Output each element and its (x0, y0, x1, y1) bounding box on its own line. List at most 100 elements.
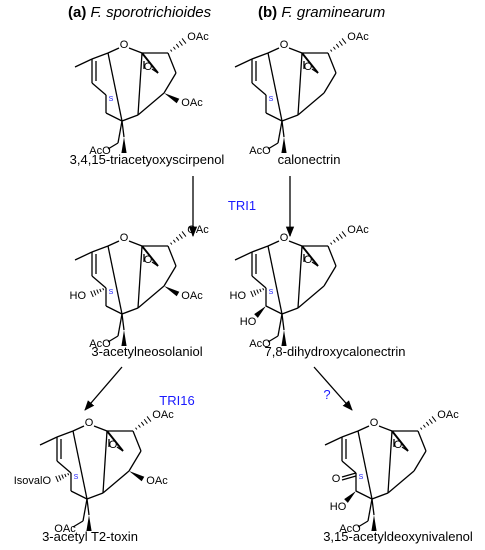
molecule-4-bond (297, 285, 325, 309)
molecule-3-bond (163, 265, 177, 287)
molecule-6-ring-oxygen: O (370, 417, 379, 429)
molecule-1-bond (163, 72, 177, 94)
compound-label-4: 7,8-dihydroxycalonectrin (264, 344, 406, 359)
molecule-2-bond (277, 120, 283, 144)
molecule-5-epoxide-bond (116, 446, 124, 452)
molecule-3-c8-substituent: HO (70, 290, 87, 302)
molecule-5-epoxide-oxygen: O (109, 439, 118, 451)
molecule-2-bond (267, 52, 283, 122)
molecule-4-c3-oac: OAc (347, 224, 369, 236)
molecule-1-epoxide-oxygen: O (144, 61, 153, 73)
molecule-4-epoxide-oxygen: O (304, 254, 313, 266)
molecule-5-ring-oxygen: O (85, 417, 94, 429)
molecule-4-c8-hashed-bond (250, 290, 254, 298)
compound-label-5: 3-acetyl T2-toxin (42, 529, 138, 544)
molecule-4-methyl-wedge (281, 330, 287, 346)
header-b-tag: (b) (258, 4, 278, 21)
molecule-2-bond (251, 52, 269, 60)
molecule-1-bond (107, 52, 123, 122)
molecule-3-bond (91, 275, 107, 289)
compound-label-1: 3,4,15-triacetyoxyscirpenol (69, 152, 225, 167)
molecule-4-c15-substituent: AcO (249, 338, 271, 350)
molecule-4-c8-hashed-bond (253, 290, 257, 296)
molecule-4-c8-hashed-bond (256, 289, 259, 294)
molecule-6-epoxide-bond (401, 446, 409, 452)
molecule-2-epoxide-oxygen: O (304, 61, 313, 73)
molecule-6-epoxide-bond (391, 430, 409, 452)
molecule-6-bond (367, 498, 373, 522)
molecule-3-bond (91, 245, 109, 253)
molecule-1-bond (121, 120, 125, 138)
molecule-1-c3-hashed-bond (173, 46, 176, 50)
header-a: (a) F. sporotrichioides (68, 4, 211, 21)
molecule-3-c8-hashed-bond (96, 289, 99, 294)
molecule-6-c3-oac: OAc (437, 409, 459, 421)
molecule-5-epoxide-bond (106, 430, 124, 452)
molecule-6-bond (357, 425, 370, 432)
molecule-2-c3-oac: OAc (347, 31, 369, 43)
molecule-6-bond (371, 498, 375, 516)
molecule-3-bond (107, 335, 119, 343)
molecule-1-bond (91, 52, 109, 60)
molecule-5-c3-hashed-bond (135, 427, 138, 430)
molecule-4-c3-hashed-bond (333, 239, 336, 243)
molecule-5-bond (128, 450, 142, 472)
molecule-3-bond (117, 313, 123, 337)
molecule-3-c3-hashed-bond (175, 236, 180, 241)
molecule-1-bond (105, 112, 123, 122)
molecule-6-c3-hashed-bond (423, 424, 426, 428)
molecule-4-bond (297, 245, 303, 309)
molecule-3-c8-hashed-bond (102, 287, 105, 291)
molecule-4-bond (234, 251, 253, 261)
molecule-2-methyl-wedge (281, 137, 287, 153)
molecule-4-bond (267, 240, 280, 247)
molecule-5-bond (102, 470, 130, 494)
molecule-5-c15-substituent: OAc (54, 523, 76, 535)
molecule-5-c3-hashed-bond (140, 421, 145, 426)
header-a-tag: (a) (68, 4, 87, 21)
arrow-layer (84, 176, 353, 411)
molecule-5-bond (56, 430, 74, 438)
molecule-3-bond (107, 245, 123, 315)
enzyme-label-tri1: TRI1 (227, 198, 257, 213)
compound-label-6: 3,15-acetyldeoxynivalenol (323, 529, 473, 544)
molecule-2-stereo-s: S (269, 96, 274, 103)
molecule-3-bond (121, 307, 139, 315)
molecule-5-bond (72, 425, 85, 432)
molecule-6-carbonyl-oxygen: O (332, 473, 341, 485)
molecule-3-stereo-s: S (109, 289, 114, 296)
molecule-1-c3-hashed-bond (178, 40, 183, 46)
molecule-3-bond (105, 305, 123, 315)
molecule-3-c8-hashed-bond (90, 290, 94, 298)
molecule-1-methyl-wedge (121, 137, 127, 153)
molecule-6-bond (387, 430, 393, 494)
molecule-2-bond (251, 82, 267, 96)
header-b: (b) F. graminearum (258, 4, 385, 21)
molecule-4-bond (251, 245, 269, 253)
molecule-6-bond (371, 492, 389, 500)
compound-label-2: calonectrin (277, 152, 341, 167)
molecule-4-epoxide-bond (301, 245, 319, 267)
molecule-1-bond (107, 47, 120, 54)
molecule-4-c7-wedge (254, 306, 266, 318)
molecule-5-c8-hashed-bond (55, 475, 59, 483)
molecule-6-epoxide-oxygen: O (394, 439, 403, 451)
molecule-5-bond (70, 490, 88, 500)
molecule-3-bond (167, 245, 177, 267)
molecule-6-carbonyl-bond (341, 475, 357, 481)
molecule-5-c3-hashed-bond (138, 424, 141, 428)
molecule-5-bond (86, 498, 90, 516)
molecule-2-bond (323, 72, 337, 94)
molecule-6-c7-wedge (344, 491, 356, 503)
molecule-4-bond (327, 245, 337, 267)
molecule-5-bond (102, 430, 108, 494)
molecule-5-c4-oac: OAc (146, 475, 168, 487)
molecule-3-bond (137, 285, 165, 309)
molecule-2-bond (265, 112, 283, 122)
molecule-2-c3-hashed-bond (338, 40, 343, 46)
molecule-2-epoxide-bond (311, 68, 319, 74)
